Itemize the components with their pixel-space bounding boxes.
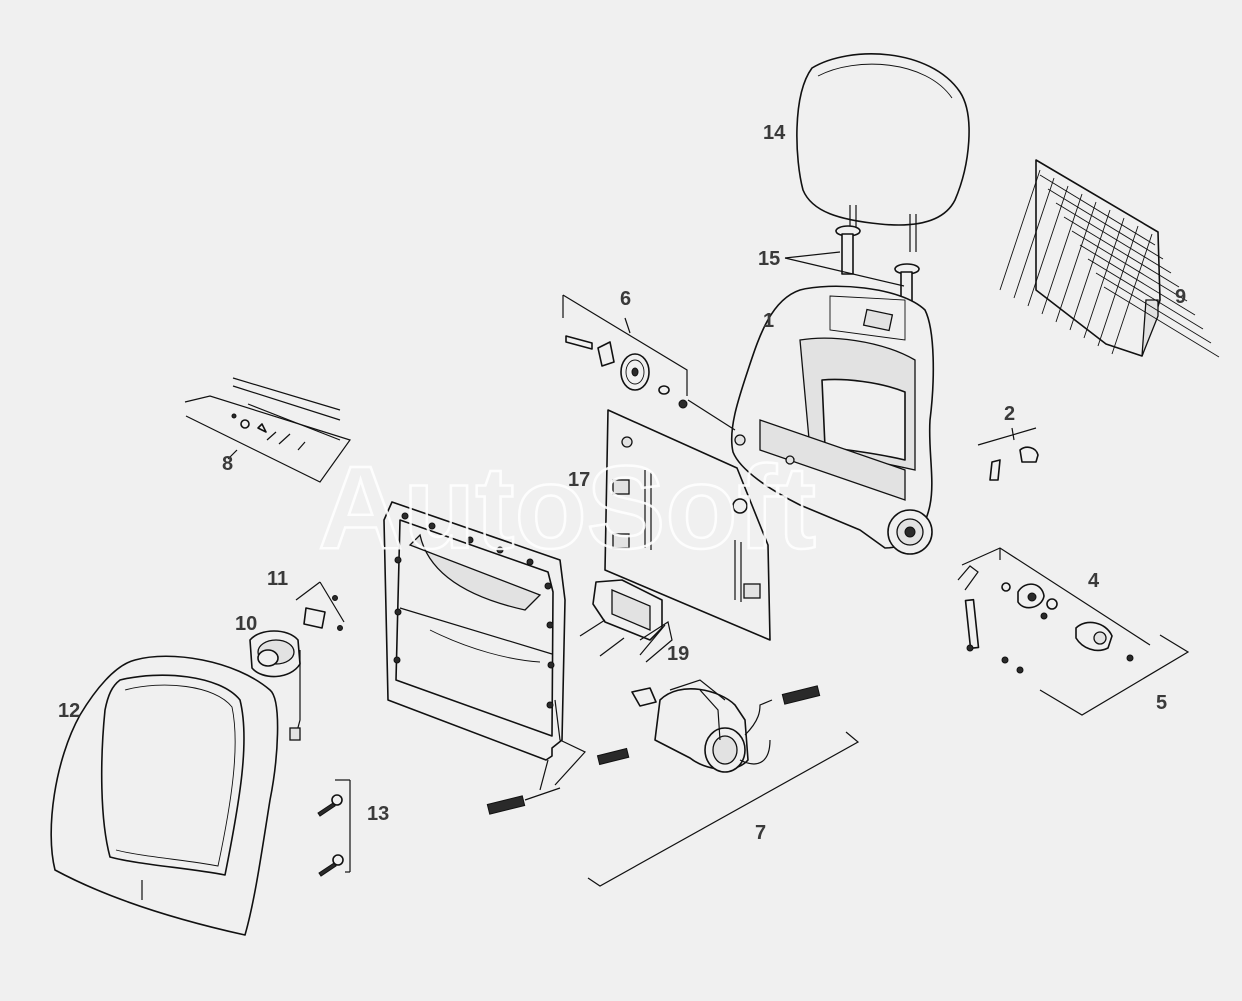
callout-14: 14 xyxy=(763,122,786,144)
net-strand xyxy=(1071,230,1188,302)
callout-10: 10 xyxy=(235,613,257,635)
bolt-hole xyxy=(428,522,436,530)
callout-4: 4 xyxy=(1088,570,1100,592)
callout-7: 7 xyxy=(755,822,766,844)
bolt-hole xyxy=(394,556,402,564)
bolt-hole xyxy=(546,621,554,629)
callout-2: 2 xyxy=(1004,403,1015,425)
spring-assembly xyxy=(562,294,688,409)
bolt-hole xyxy=(547,661,555,669)
bolt-hole xyxy=(393,656,401,664)
watermark: AutoSoft xyxy=(318,442,816,574)
bolt-hole xyxy=(496,546,504,554)
recliner-mechanism xyxy=(957,547,1190,716)
net-strand xyxy=(1041,193,1083,315)
bolt-hole xyxy=(394,608,402,616)
back-panel xyxy=(604,409,771,641)
callout-8: 8 xyxy=(222,453,233,475)
callout-19: 19 xyxy=(667,643,689,665)
switch-unit xyxy=(579,579,673,663)
callout-17: 17 xyxy=(568,469,590,491)
part-2-clip xyxy=(977,427,1039,481)
heater-unit xyxy=(249,581,345,741)
bolt-hole xyxy=(526,558,534,566)
bolt-hole xyxy=(544,582,552,590)
bolt-hole xyxy=(466,536,474,544)
callout-9: 9 xyxy=(1175,286,1186,308)
callout-6: 6 xyxy=(620,288,631,310)
callout-labels: 1 2 4 5 6 7 8 9 10 11 12 13 14 15 17 19 xyxy=(58,122,1186,844)
rear-cover xyxy=(50,655,279,936)
net-strand xyxy=(1063,216,1180,288)
net-strand xyxy=(1079,244,1196,316)
net-strand xyxy=(1055,201,1097,323)
callout-12: 12 xyxy=(58,700,80,722)
callout-13: 13 xyxy=(367,803,389,825)
seat-back-frame xyxy=(730,285,935,555)
callout-5: 5 xyxy=(1156,692,1167,714)
rod-kit xyxy=(184,377,351,483)
lumbar-motor xyxy=(486,679,860,887)
net-pocket xyxy=(999,159,1220,358)
headrest xyxy=(796,53,970,252)
frame-bolts xyxy=(393,512,555,709)
net-strand xyxy=(1111,233,1153,355)
bolt-hole xyxy=(546,701,554,709)
callout-15: 15 xyxy=(758,248,780,270)
screws xyxy=(317,779,351,877)
callout-11: 11 xyxy=(267,568,288,590)
bolt-hole xyxy=(401,512,409,520)
callout-1: 1 xyxy=(763,310,774,332)
net-strand xyxy=(1095,272,1212,344)
net-strand xyxy=(1087,258,1204,330)
net-strand xyxy=(999,169,1041,291)
leader-lines xyxy=(639,251,905,656)
net-strand xyxy=(1103,286,1220,358)
net-strand xyxy=(1013,177,1055,299)
headrest-guide-left xyxy=(835,225,861,275)
cable-plugs xyxy=(486,685,821,815)
lumbar-frame xyxy=(383,501,586,791)
net-strand xyxy=(1069,209,1111,331)
